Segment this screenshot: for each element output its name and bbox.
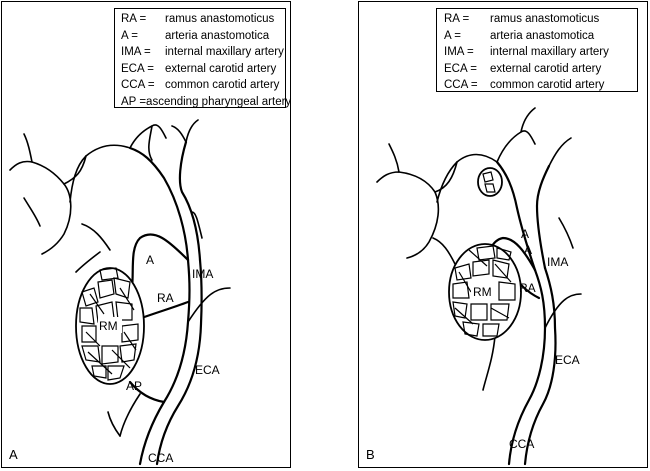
label-eca-b: ECA	[555, 353, 580, 367]
legend-definition: external carotid artery	[165, 62, 277, 75]
legend-row: ECA = external carotid artery	[121, 61, 285, 78]
legend-row: RA = ramus anastomoticus	[121, 11, 285, 28]
legend-abbreviation: ECA =	[444, 62, 477, 75]
label-cca: CCA	[148, 451, 173, 465]
rete-mirabile-network-b	[452, 245, 516, 337]
label-ima-b: IMA	[547, 255, 568, 269]
panel-b: RM A A IMA RA ECA CCA RA = ramus anastomo…	[358, 1, 648, 468]
cca-vessel-b	[507, 268, 547, 466]
label-ra: RA	[157, 291, 174, 305]
label-eca: ECA	[195, 363, 220, 377]
legend-box-a: RA = ramus anastomoticus A = arteria anasto…	[114, 8, 291, 111]
label-ima: IMA	[192, 267, 213, 281]
label-ra-b: RA	[519, 281, 536, 295]
label-rm-b: RM	[473, 285, 492, 299]
legend-definition: common carotid artery	[165, 79, 280, 92]
legend-definition: ascending pharyngeal artery	[146, 95, 292, 108]
eca-vessel-b	[523, 266, 557, 466]
legend-definition: ramus anastomoticus	[165, 13, 275, 25]
legend-definition: external carotid artery	[490, 62, 602, 75]
legend-row: A = arteria anastomotica	[121, 28, 285, 45]
rete-mirabile-network-a	[79, 267, 139, 381]
legend-row: RA = ramus anastomoticus	[444, 11, 637, 28]
legend-row: A = arteria anastomotica	[444, 28, 637, 45]
legend-row: IMA = internal maxillary artery	[444, 44, 637, 61]
legend-row: ECA = external carotid artery	[444, 61, 637, 78]
legend-definition: arteria anastomotica	[165, 29, 270, 42]
legend-abbreviation: AP =	[121, 95, 147, 108]
legend-box-b: RA = ramus anastomoticus A = arteria anasto…	[436, 8, 638, 92]
panel-a-vessel-diagram: RM A IMA RA ECA AP CCA	[9, 119, 231, 466]
label-a2-b: A	[524, 243, 532, 257]
legend-abbreviation: CCA =	[121, 79, 155, 92]
ima-vessel	[128, 146, 190, 262]
legend-row: AP =ascending pharyngeal artery	[121, 94, 291, 111]
label-a: A	[146, 253, 154, 267]
legend-row: CCA = common carotid artery	[444, 77, 637, 94]
ap-vessel	[128, 380, 166, 404]
legend-abbreviation: ECA =	[121, 62, 154, 75]
panel-b-vessel-diagram: RM A A IMA RA ECA CCA	[376, 107, 582, 466]
legend-abbreviation: RA =	[121, 13, 147, 25]
legend-row: IMA = internal maxillary artery	[121, 44, 285, 61]
legend-definition: internal maxillary artery	[165, 46, 284, 59]
eca-vessel	[155, 258, 203, 466]
legend-abbreviation: RA =	[444, 13, 470, 25]
label-ap: AP	[126, 379, 142, 393]
label-rm: RM	[99, 319, 118, 333]
label-a1-b: A	[521, 227, 529, 241]
legend-abbreviation: A =	[444, 29, 461, 42]
label-cca-b: CCA	[509, 437, 534, 451]
legend-definition: internal maxillary artery	[490, 46, 609, 59]
legend-row: CCA = common carotid artery	[121, 77, 285, 94]
cca-vessel	[138, 258, 191, 466]
panel-letter-a: A	[9, 447, 18, 462]
legend-definition: arteria anastomotica	[490, 29, 595, 42]
ima-vessel-b	[495, 160, 537, 272]
legend-abbreviation: IMA =	[121, 46, 151, 59]
legend-definition: ramus anastomoticus	[490, 13, 600, 25]
panel-a: RM A IMA RA ECA AP CCA RA = ramus anastom…	[1, 1, 291, 468]
legend-abbreviation: CCA =	[444, 79, 478, 92]
legend-definition: common carotid artery	[490, 79, 605, 92]
legend-abbreviation: IMA =	[444, 46, 474, 59]
panel-letter-b: B	[366, 447, 375, 462]
legend-abbreviation: A =	[121, 29, 138, 42]
